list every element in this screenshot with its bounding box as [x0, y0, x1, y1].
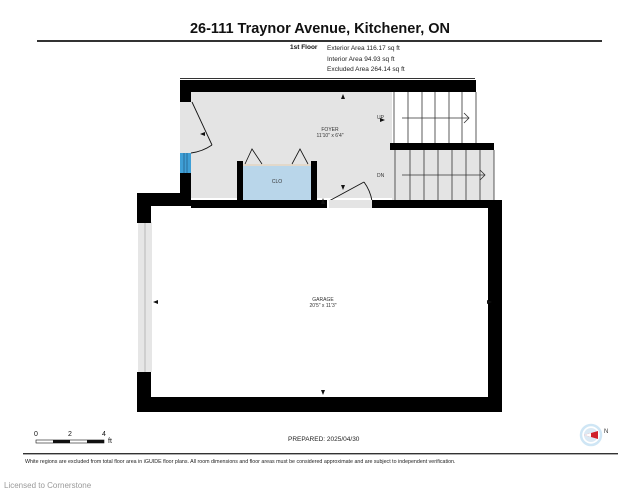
floor-area-summary: Exterior Area 116.17 sq ft Interior Area…	[327, 44, 405, 76]
scale-tick-2: 2	[68, 431, 72, 438]
title-rule	[37, 40, 602, 42]
dimension-markers	[153, 94, 492, 395]
closet-label: CLO	[271, 179, 283, 185]
stair-treads-down	[394, 150, 495, 200]
scale-tick-0: 0	[34, 431, 38, 438]
garage-label: GARAGE 20'5" x 11'3"	[309, 297, 337, 309]
scale-unit: ft	[108, 438, 112, 445]
excluded-area: Excluded Area 264.14 sq ft	[327, 66, 405, 73]
page-title: 26-111 Traynor Avenue, Kitchener, ON	[189, 21, 451, 37]
summary-rule	[180, 78, 475, 79]
prepared-date: PREPARED: 2025/04/30	[288, 436, 360, 443]
foyer-window	[180, 153, 191, 173]
foyer-label: FOYER 11'10" x 6'4"	[316, 127, 344, 139]
closet-floor	[242, 166, 312, 200]
interior-area: Interior Area 94.93 sq ft	[327, 55, 395, 63]
walls	[137, 80, 502, 412]
scale-tick-4: 4	[102, 431, 106, 438]
stairs-down-label: DN	[377, 173, 385, 179]
disclaimer: White regions are excluded from total fl…	[25, 459, 456, 465]
stairs-up-label: UP	[377, 115, 384, 121]
compass-icon	[579, 423, 603, 447]
stair-treads-up	[393, 92, 477, 143]
floor-label: 1st Floor	[290, 44, 318, 51]
scale-bar	[35, 439, 105, 444]
exterior-area: Exterior Area 116.17 sq ft	[327, 45, 400, 52]
front-door	[190, 101, 213, 154]
license-watermark: Licensed to Cornerstone	[4, 481, 92, 490]
compass-north-label: N	[604, 429, 609, 435]
closet-doors	[243, 148, 311, 166]
